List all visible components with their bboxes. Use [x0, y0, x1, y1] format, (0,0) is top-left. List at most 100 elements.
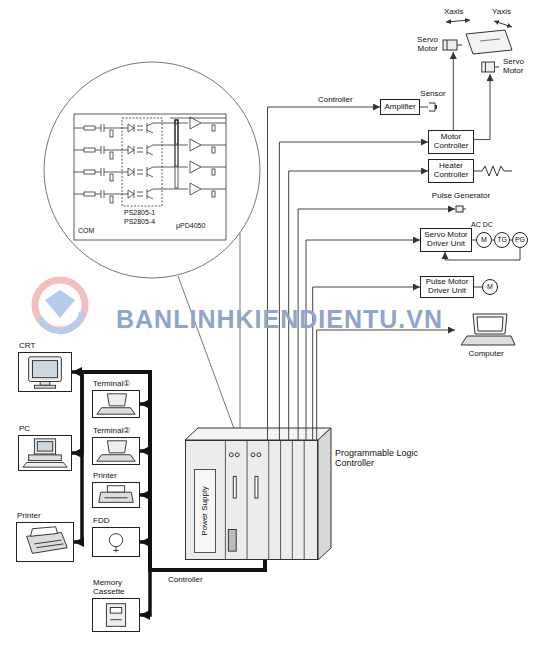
capacitor-symbol — [101, 190, 102, 198]
node-label: Sensor — [420, 90, 445, 99]
signal-connector — [453, 52, 454, 130]
circuit-stroke — [95, 128, 101, 129]
resistor-symbol — [175, 120, 178, 166]
signal-connector — [474, 74, 490, 140]
terminal: Terminal② — [92, 437, 140, 465]
phototransistor-symbol — [147, 152, 153, 155]
axis-label: Xaxis — [444, 8, 464, 17]
comp-icon — [455, 312, 517, 348]
resistor-symbol — [212, 125, 215, 131]
callout-circle — [44, 62, 260, 278]
phototransistor-symbol — [147, 167, 153, 170]
signal-connector — [474, 287, 482, 288]
phototransistor-symbol — [147, 174, 153, 177]
capacitor-symbol — [101, 124, 102, 132]
computer: Computer — [455, 312, 517, 348]
servo-motor: Servo Motor — [480, 60, 500, 74]
prs-icon — [93, 483, 139, 507]
memory-cassette: Memory Cassette — [92, 598, 140, 632]
signal-connector — [420, 107, 428, 108]
circuit-stroke — [201, 189, 226, 190]
light-arrow — [137, 126, 143, 127]
resistor-symbol — [84, 192, 95, 196]
node-label: PC — [19, 425, 30, 434]
node-label: M — [481, 236, 487, 244]
sensor-icon — [428, 101, 438, 113]
term-icon — [93, 391, 139, 417]
resistor-symbol — [84, 170, 95, 174]
pgen-icon — [455, 203, 467, 215]
part-name: PS2805-4 — [124, 218, 155, 226]
sensor: Sensor — [428, 101, 438, 113]
driver-box: Servo Motor Driver Unit — [420, 228, 472, 252]
resistor-symbol — [110, 130, 113, 137]
signal-connector — [317, 330, 455, 440]
node-label: Printer — [93, 472, 117, 481]
led-symbol — [128, 190, 134, 198]
signal-connector — [306, 240, 420, 440]
buffer-symbol — [190, 139, 201, 151]
circuit-stroke — [201, 123, 226, 124]
terminal: Terminal① — [92, 390, 140, 418]
circuit-stroke — [95, 172, 101, 173]
watermark: BANLINHKIENDIENTU.VN — [116, 306, 443, 334]
light-arrow — [137, 196, 143, 197]
node-label: Servo Motor — [410, 36, 438, 54]
amplifier-box: Amplifier — [380, 99, 420, 115]
resistor-symbol — [175, 120, 178, 124]
circuit-stroke — [95, 194, 101, 195]
prb-icon — [17, 523, 73, 561]
node-label: TG — [497, 236, 507, 244]
signal-connector — [268, 107, 381, 440]
light-arrow — [137, 148, 143, 149]
motor-icon — [441, 38, 463, 52]
circuit-stroke — [104, 150, 128, 151]
buffer-symbol — [190, 183, 201, 195]
circuit-stroke — [201, 145, 226, 146]
circuit-stroke — [74, 194, 84, 195]
resistor-symbol — [110, 152, 113, 159]
node-label: Heater Controller — [431, 162, 471, 180]
node-label: FDD — [93, 517, 109, 526]
led-symbol — [134, 124, 135, 132]
encoder-circle: PG — [512, 232, 528, 248]
plc-unit: Programmable Logic ControllerPower Suppl… — [185, 440, 318, 560]
circuit-stroke — [153, 145, 188, 146]
buffer-symbol — [190, 161, 201, 173]
light-arrow — [137, 174, 143, 175]
fdd-icon — [93, 528, 139, 556]
personal-computer: PC — [18, 435, 72, 471]
signal-connector — [279, 142, 428, 440]
node-label: Servo Motor Driver Unit — [423, 231, 469, 249]
phototransistor-symbol — [147, 167, 148, 177]
node-label: Memory Cassette — [93, 579, 143, 597]
phototransistor-symbol — [147, 189, 148, 199]
led-symbol — [134, 190, 135, 198]
pin-name: COM — [78, 227, 94, 235]
led-symbol — [134, 146, 135, 154]
node-label: Printer — [17, 512, 41, 521]
circuit-stroke — [153, 167, 188, 168]
circuit-stroke — [201, 167, 226, 168]
crt-display: CRT — [18, 352, 72, 392]
phototransistor-symbol — [147, 145, 153, 148]
circuit-stroke — [95, 150, 101, 151]
buffer-symbol — [190, 117, 201, 129]
phototransistor-symbol — [147, 145, 148, 155]
resistor-symbol — [212, 147, 215, 153]
node-label: Pulse Motor Driver Unit — [423, 278, 471, 296]
controller-label: Controller — [318, 96, 353, 105]
term-icon — [93, 438, 139, 464]
node-label: Terminal① — [93, 380, 130, 389]
motor-circle: M — [482, 279, 498, 295]
resistor-symbol — [110, 174, 113, 181]
resistor-symbol — [175, 120, 178, 144]
circuit-stroke — [104, 194, 128, 195]
heater-symbol — [472, 166, 512, 176]
axis-label: Yaxis — [492, 8, 511, 17]
circuit-stroke — [74, 172, 84, 173]
node-label: Motor Controller — [431, 133, 471, 151]
circuit-stroke — [74, 128, 84, 129]
resistor-symbol — [175, 120, 178, 188]
led-symbol — [134, 168, 135, 176]
